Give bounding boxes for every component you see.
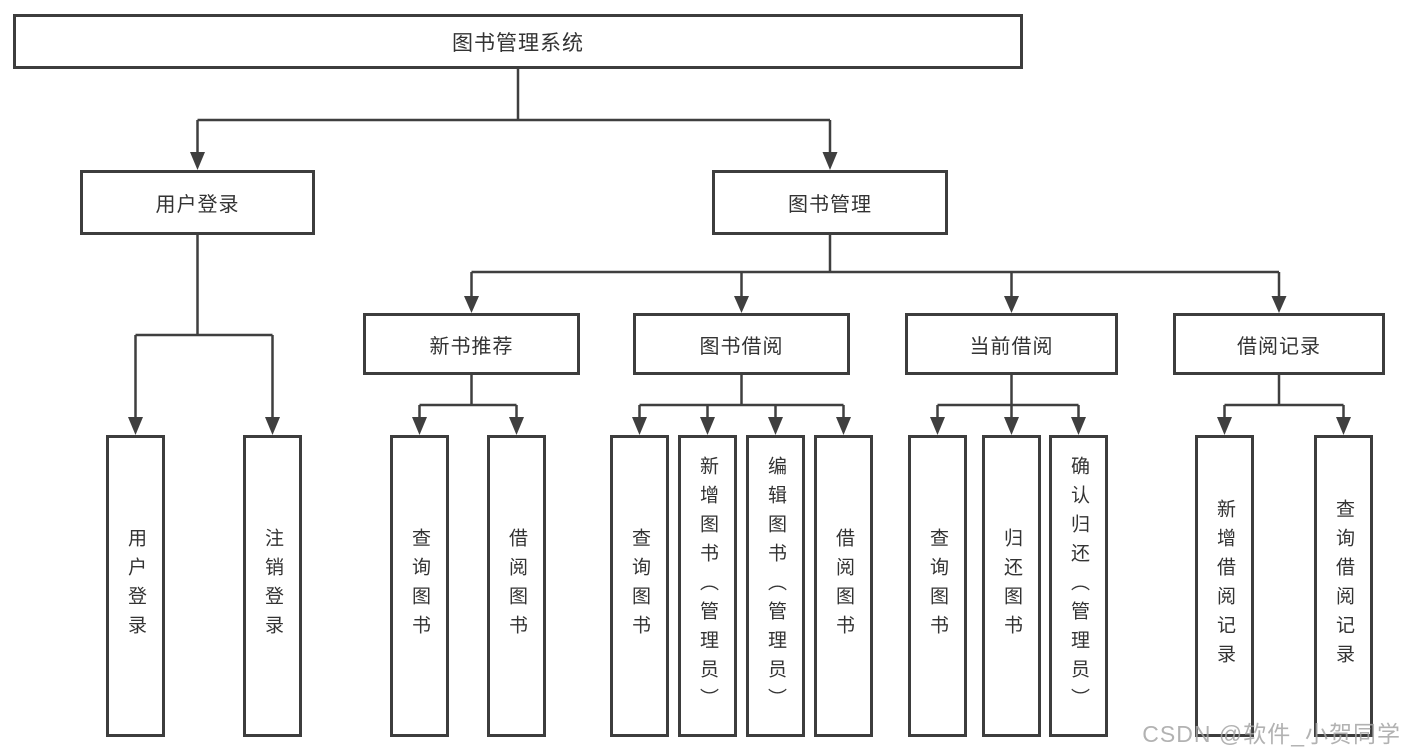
node-book-management: 图书管理 [712,170,948,235]
leaf-query-books-current: 查询图书 [908,435,967,737]
arrowhead-icon [265,417,280,435]
leaf-logout: 注销登录 [243,435,302,737]
csdn-watermark: CSDN @软件_小贺同学 [1142,721,1401,747]
node-borrow-records: 借阅记录 [1173,313,1385,375]
node-book-borrow: 图书借阅 [633,313,850,375]
leaf-query-borrow-record: 查询借阅记录 [1314,435,1373,737]
arrowhead-icon [1271,296,1287,313]
node-new-book-recommend: 新书推荐 [363,313,580,375]
arrowhead-icon [822,152,838,170]
arrowhead-icon [930,417,945,435]
arrowhead-icon [1336,417,1351,435]
arrowhead-icon [128,417,143,435]
arrowhead-icon [836,417,851,435]
arrowhead-icon [768,417,783,435]
arrowhead-icon [632,417,647,435]
node-current-borrow: 当前借阅 [905,313,1118,375]
leaf-confirm-return-admin: 确认归还（管理员） [1049,435,1108,737]
arrowhead-icon [190,152,205,170]
leaf-return-books: 归还图书 [982,435,1041,737]
node-user-login: 用户登录 [80,170,315,235]
leaf-query-books-borrow: 查询图书 [610,435,669,737]
arrowhead-icon [509,417,524,435]
leaf-query-books-recommend: 查询图书 [390,435,449,737]
leaf-borrow-books-recommend: 借阅图书 [487,435,546,737]
arrowhead-icon [1071,417,1086,435]
arrowhead-icon [1004,417,1019,435]
arrowhead-icon [464,296,479,313]
leaf-add-borrow-record: 新增借阅记录 [1195,435,1254,737]
leaf-borrow-books: 借阅图书 [814,435,873,737]
node-root-system: 图书管理系统 [13,14,1023,69]
leaf-edit-book-admin: 编辑图书（管理员） [746,435,805,737]
arrowhead-icon [700,417,715,435]
arrowhead-icon [734,296,749,313]
leaf-user-login: 用户登录 [106,435,165,737]
arrowhead-icon [412,417,427,435]
arrowhead-icon [1004,296,1019,313]
arrowhead-icon [1217,417,1232,435]
leaf-add-book-admin: 新增图书（管理员） [678,435,737,737]
